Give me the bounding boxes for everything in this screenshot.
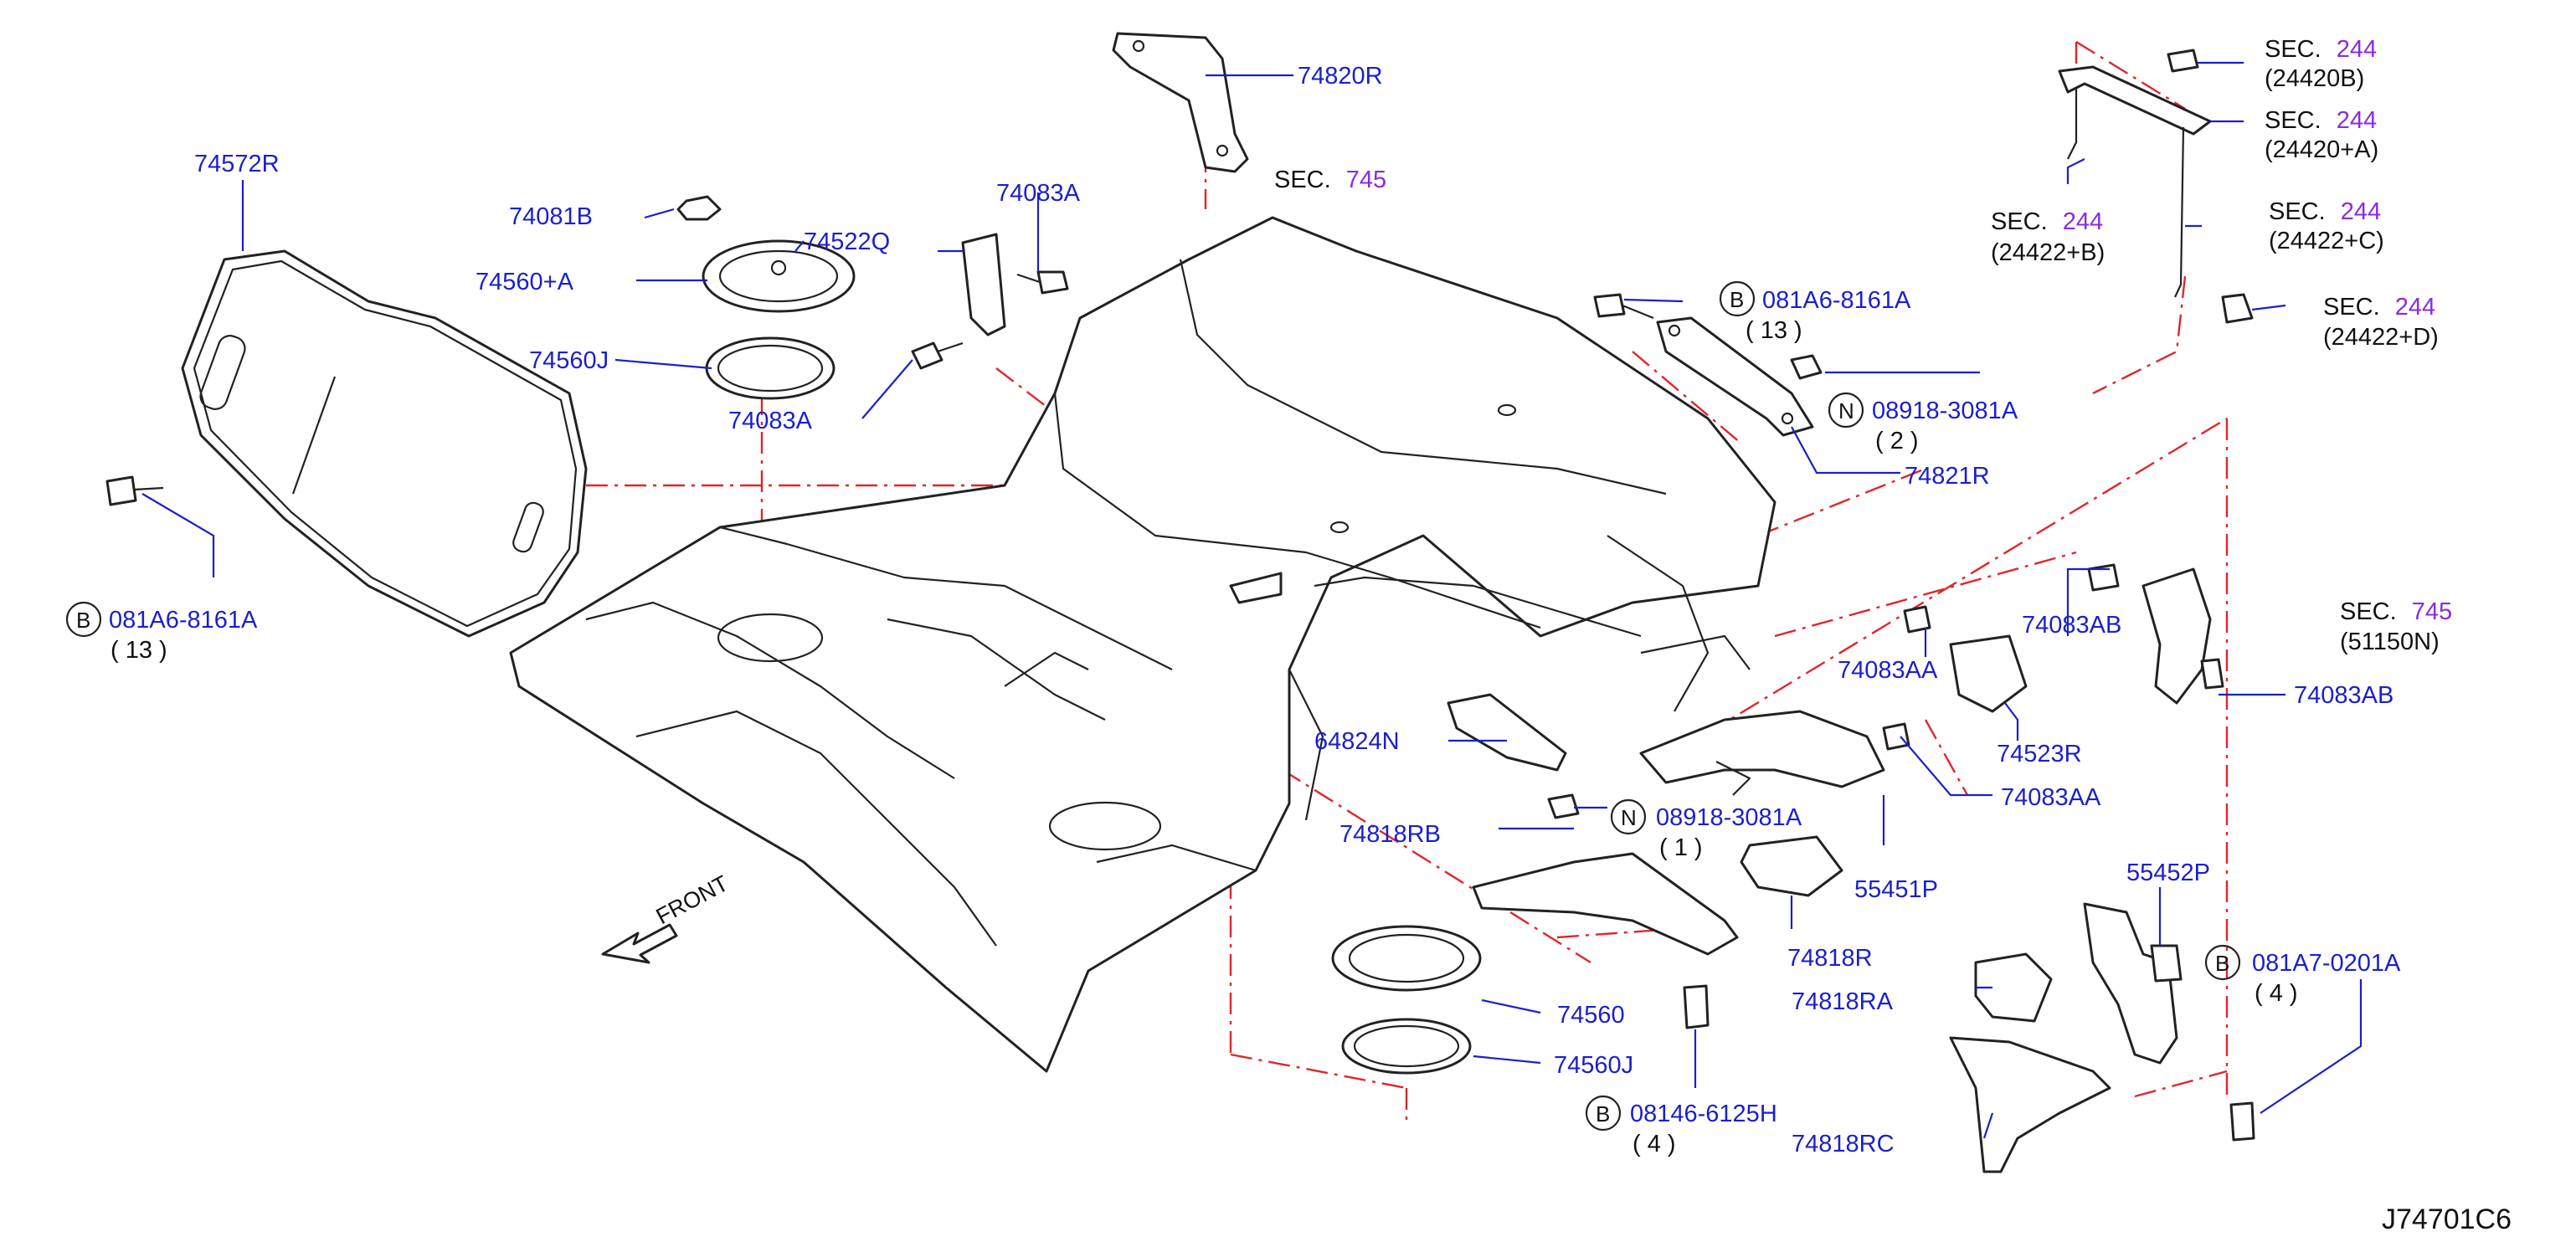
sec-ref-745-right: SEC.745: [2340, 598, 2452, 625]
label-74818rb: 74818RB: [1339, 821, 1441, 848]
bracket-74818r: [1740, 835, 1843, 897]
bolt-74083a-b: [911, 341, 964, 370]
bracket-74820r: [1112, 32, 1249, 173]
marker-b: B: [76, 608, 90, 633]
bolt-74083aa-b: [1882, 722, 1910, 751]
marker-n: N: [1621, 805, 1637, 830]
qty-081a6-left: ( 13 ): [111, 637, 167, 664]
label-55452p: 55452P: [2126, 860, 2210, 886]
qty-08918-bot: ( 1 ): [1659, 834, 1703, 861]
label-74560a: 74560+A: [476, 269, 574, 295]
sec-ref-244-e: SEC.244: [2323, 294, 2435, 321]
bracket-74083ab: [2087, 563, 2224, 705]
label-74821r: 74821R: [1905, 463, 1990, 490]
label-74818r: 74818R: [1787, 945, 1873, 972]
plug-74560a: [702, 239, 856, 313]
label-74522q: 74522Q: [804, 228, 890, 255]
qty-08146: ( 4 ): [1632, 1131, 1676, 1157]
sec-ref-745-top: SEC.745: [1274, 167, 1386, 193]
label-74560j-bot: 74560J: [1554, 1052, 1633, 1079]
label-74560: 74560: [1557, 1002, 1625, 1029]
label-74820r: 74820R: [1298, 63, 1383, 90]
label-64824n: 64824N: [1314, 728, 1400, 755]
label-74572r: 74572R: [194, 151, 280, 177]
panel-74572r: [181, 249, 588, 638]
sec-ref-244-a: SEC.244: [2265, 36, 2377, 63]
bolt-74083a-a: [1016, 270, 1069, 295]
sec-sub-51150n: (51150N): [2340, 629, 2440, 655]
bolt-74083aa-a: [1903, 605, 1931, 634]
floor-body: [509, 216, 1776, 1073]
label-74818rc: 74818RC: [1792, 1131, 1895, 1157]
label-74083a-mid: 74083A: [728, 408, 813, 434]
label-08918-bot: 08918-3081A: [1656, 804, 1802, 831]
bracket-55452p: [2083, 902, 2183, 1065]
sec-sub-24420a: (24420+A): [2265, 136, 2378, 163]
bolt-081a6-right: [1593, 293, 1654, 320]
qty-08918-top: ( 2 ): [1875, 428, 1919, 454]
nut-08918-bot: [1547, 793, 1580, 819]
marker-b: B: [1730, 287, 1744, 312]
marker-n: N: [1838, 398, 1854, 423]
qty-081a7: ( 4 ): [2255, 980, 2298, 1007]
sec-sub-24422d: (24422+D): [2323, 324, 2439, 351]
label-08918-top: 08918-3081A: [1872, 398, 2018, 424]
label-74083aa-bot: 74083AA: [2001, 784, 2101, 811]
label-08146: 08146-6125H: [1630, 1101, 1777, 1127]
bracket-74523r: [1949, 634, 2028, 713]
label-55451p: 55451P: [1854, 876, 1938, 903]
label-74083ab-bot: 74083AB: [2294, 682, 2393, 709]
label-74523r: 74523R: [1997, 741, 2082, 767]
front-indicator: FRONT: [601, 870, 733, 964]
rail-sec244: [2058, 49, 2254, 324]
marker-b: B: [2215, 951, 2229, 976]
sec-ref-244-b: SEC.244: [2265, 107, 2377, 134]
bracket-74083a: [961, 233, 1006, 336]
label-74081b: 74081B: [509, 203, 593, 230]
label-081a7: 081A7-0201A: [2252, 950, 2401, 977]
nut-08918-top: [1790, 354, 1823, 380]
markers: B B N N B B: [65, 280, 2241, 1132]
bolt-081a7: [2229, 1101, 2255, 1142]
sec-ref-244-d: SEC.244: [2269, 198, 2381, 225]
diagram-id: J74701C6: [2382, 1204, 2512, 1235]
bracket-74818rc: [1949, 1036, 2111, 1173]
gasket-74560j-top: [705, 336, 836, 400]
gasket-74560j-bot: [1341, 1018, 1472, 1075]
bracket-74818ra: [1974, 952, 2053, 1023]
bracket-74818rb: [1472, 852, 1739, 956]
label-081a6-left: 081A6-8161A: [109, 607, 258, 634]
label-74083aa-top: 74083AA: [1838, 657, 1938, 684]
label-74818ra: 74818RA: [1792, 988, 1894, 1015]
label-081a6-right: 081A6-8161A: [1762, 287, 1911, 314]
bolt-081a6-left: [105, 475, 164, 506]
sec-ref-244-c: SEC.244: [1991, 208, 2103, 235]
front-arrow-icon: [601, 923, 678, 964]
sec-sub-24422b: (24422+B): [1991, 239, 2105, 266]
front-label: FRONT: [652, 870, 733, 929]
qty-081a6-right: ( 13 ): [1746, 317, 1802, 344]
sec-sub-24420b: (24420B): [2265, 65, 2364, 92]
plug-74560: [1331, 925, 1482, 992]
leader-lines: [141, 61, 2363, 1139]
marker-b: B: [1596, 1101, 1610, 1127]
label-74083a-top: 74083A: [996, 180, 1081, 207]
nut-74081b: [676, 195, 722, 221]
label-74083ab-top: 74083AB: [2022, 612, 2121, 639]
sec-sub-24422c: (24422+C): [2269, 228, 2384, 254]
bracket-74821r: [1656, 316, 1814, 437]
callouts: 74820R 74572R 74081B 74522Q 74560+A 7456…: [109, 63, 2401, 1157]
section-refs: SEC.745 SEC.244 (24420B) SEC.244 (24420+…: [1274, 36, 2452, 655]
bracket-55451p: [1639, 710, 1885, 796]
label-74560j-top: 74560J: [529, 347, 609, 374]
bolt-08146: [1683, 984, 1710, 1029]
bracket-64824n: [1447, 693, 1567, 772]
